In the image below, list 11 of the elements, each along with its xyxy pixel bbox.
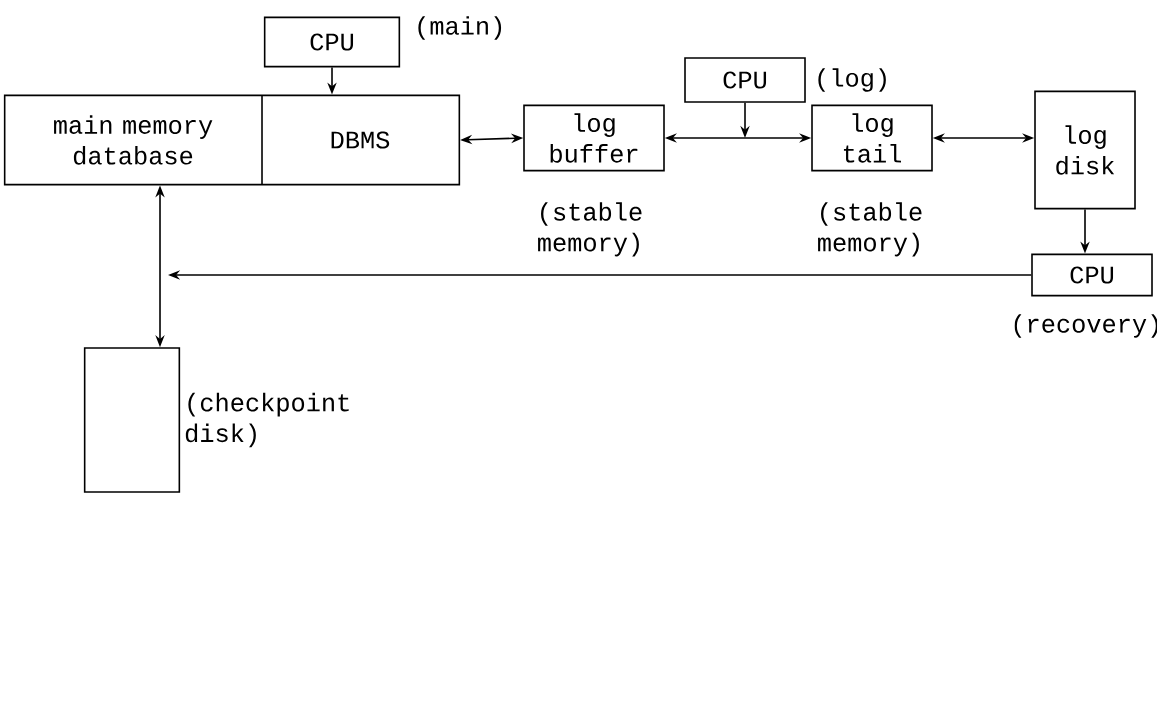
- node-label: (stable memory): [818, 202, 922, 257]
- cpu-box: CPU: [1031, 253, 1153, 297]
- cpu-box: CPU: [684, 57, 806, 103]
- memory-box: log buffer: [523, 104, 665, 172]
- memory-box: log tail: [811, 104, 933, 172]
- node-label: (checkpoint disk): [185, 392, 349, 448]
- cpu-box: CPU: [263, 16, 401, 68]
- node-label: (stable memory): [538, 202, 642, 257]
- node-label: (log): [818, 68, 886, 92]
- database-box: main memory database DBMS: [3, 94, 461, 186]
- node-label: (main): [418, 16, 502, 40]
